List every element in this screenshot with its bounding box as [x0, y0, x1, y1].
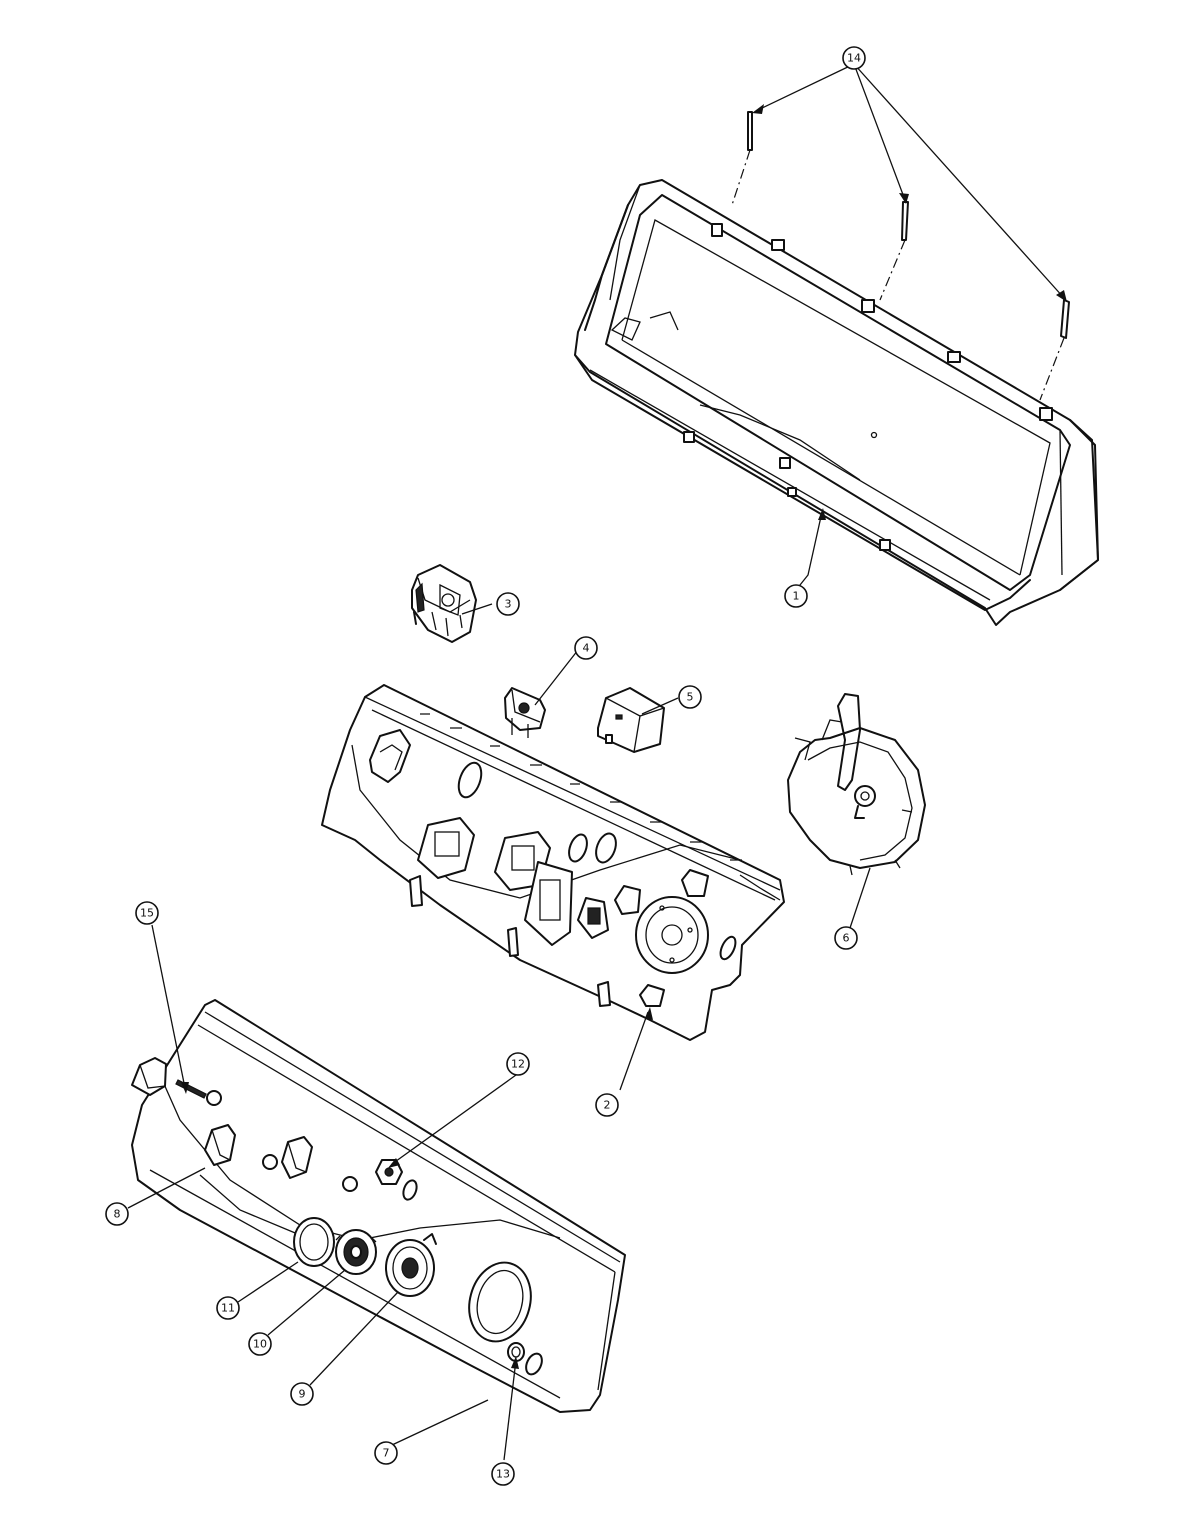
- svg-text:13: 13: [496, 1468, 510, 1481]
- switch-assembly-part: [411, 564, 477, 643]
- dial-part: [335, 1229, 377, 1275]
- timer-bracket-part: [787, 693, 926, 876]
- panel-support-part: [321, 684, 785, 1041]
- callout-10: 10: [248, 1332, 272, 1356]
- svg-text:8: 8: [114, 1208, 121, 1221]
- svg-text:11: 11: [221, 1302, 235, 1315]
- selector-knob-part: [204, 1124, 313, 1179]
- svg-text:4: 4: [583, 642, 590, 655]
- callout-4: 4: [574, 636, 598, 660]
- callout-9: 9: [290, 1382, 314, 1406]
- svg-text:3: 3: [505, 598, 512, 611]
- console-housing-part: [574, 179, 1099, 626]
- selector-switch-part: [504, 687, 546, 738]
- callout-8: 8: [105, 1202, 129, 1226]
- callout-5: 5: [678, 685, 702, 709]
- svg-text:14: 14: [847, 52, 861, 65]
- svg-text:2: 2: [604, 1099, 611, 1112]
- callout-1: 1: [784, 584, 808, 608]
- callout-14: 14: [842, 46, 866, 70]
- svg-text:12: 12: [511, 1058, 525, 1071]
- callout-12: 12: [506, 1052, 530, 1076]
- callout-7: 7: [374, 1441, 398, 1465]
- knob-part: [131, 1057, 207, 1099]
- svg-text:10: 10: [253, 1338, 267, 1351]
- callout-11: 11: [216, 1296, 240, 1320]
- callout-6: 6: [834, 926, 858, 950]
- svg-text:15: 15: [140, 907, 154, 920]
- callout-2: 2: [595, 1093, 619, 1117]
- svg-text:7: 7: [383, 1447, 390, 1460]
- leader-lines: [127, 63, 1067, 1461]
- lens-part: [293, 1217, 335, 1267]
- dial-ring-part: [385, 1233, 437, 1297]
- control-panel-part: [131, 999, 626, 1413]
- svg-text:1: 1: [793, 590, 800, 603]
- svg-text:9: 9: [299, 1388, 306, 1401]
- svg-text:6: 6: [843, 932, 850, 945]
- svg-text:5: 5: [687, 691, 694, 704]
- callout-15: 15: [135, 901, 159, 925]
- control-module-part: [597, 687, 665, 753]
- callout-13: 13: [491, 1462, 515, 1486]
- callout-3: 3: [496, 592, 520, 616]
- screw-part: [731, 111, 1070, 401]
